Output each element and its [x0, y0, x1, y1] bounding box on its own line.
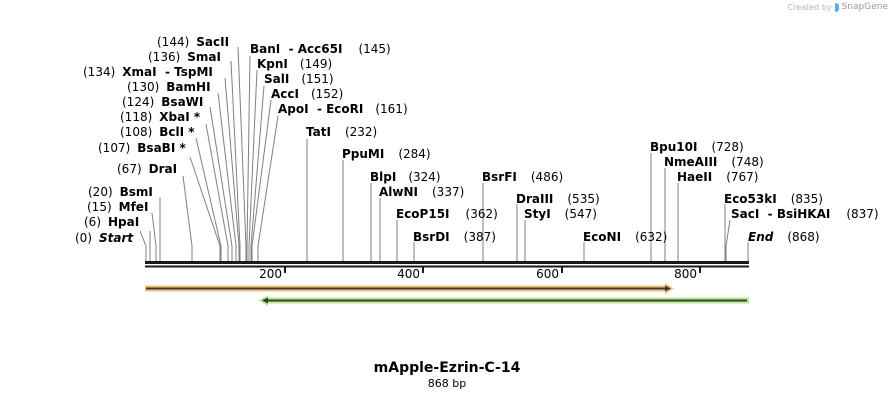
tick-label-600: 600 — [536, 267, 559, 281]
site-drai[interactable]: (67)DraI — [117, 162, 177, 176]
tick-400 — [422, 267, 424, 273]
site-bsrdi[interactable]: BsrDI(387) — [413, 230, 496, 244]
tick-600 — [561, 267, 563, 273]
green-feature-arrow[interactable] — [259, 295, 749, 306]
site-acci[interactable]: AccI(152) — [271, 87, 343, 101]
site-bamhi[interactable]: (130)BamHI — [127, 80, 211, 94]
site-bsrfi[interactable]: BsrFI(486) — [482, 170, 563, 184]
snapgene-credit: Created by SnapGene — [788, 2, 888, 12]
tick-200 — [284, 267, 286, 273]
credit-prefix: Created by — [787, 2, 832, 12]
site-saci-bsihkai[interactable]: SacI - BsiHKAI(837) — [731, 207, 879, 221]
site-bani-acc65i[interactable]: BanI - Acc65I(145) — [250, 42, 391, 56]
site-blpi[interactable]: BlpI(324) — [370, 170, 441, 184]
dna-backbone — [145, 261, 749, 268]
site-smai[interactable]: (136)SmaI — [148, 50, 221, 64]
site-kpni[interactable]: KpnI(149) — [257, 57, 332, 71]
site-ppumi[interactable]: PpuMI(284) — [342, 147, 431, 161]
site-nmeaiii[interactable]: NmeAIII(748) — [664, 155, 764, 169]
tick-label-400: 400 — [397, 267, 420, 281]
tick-label-200: 200 — [259, 267, 282, 281]
site-bsawi[interactable]: (124)BsaWI — [122, 95, 203, 109]
tick-800 — [699, 267, 701, 273]
orange-feature-arrow[interactable] — [145, 283, 674, 294]
site-styi[interactable]: StyI(547) — [524, 207, 597, 221]
site-bsabi[interactable]: (107)BsaBI * — [98, 141, 186, 155]
credit-brand: SnapGene — [841, 2, 888, 12]
sequence-title: mApple-Ezrin-C-14 — [373, 360, 521, 376]
sequence-length: 868 bp — [427, 377, 467, 390]
site-bpu10i[interactable]: Bpu10I(728) — [650, 140, 744, 154]
site-tati[interactable]: TatI(232) — [306, 125, 377, 139]
site-sacii[interactable]: (144)SacII — [157, 35, 229, 49]
site-sali[interactable]: SalI(151) — [264, 72, 334, 86]
site-hpai[interactable]: (6)HpaI — [84, 215, 139, 229]
site-labels: (0)Start (6)HpaI (15)MfeI (20)BsmI (67)D… — [75, 35, 879, 245]
site-start[interactable]: (0)Start — [75, 231, 134, 245]
site-mfei[interactable]: (15)MfeI — [87, 200, 148, 214]
site-xmai-tspmi[interactable]: (134)XmaI - TspMI — [83, 65, 213, 79]
snapgene-logo-icon — [834, 2, 839, 12]
site-haeii[interactable]: HaeII(767) — [677, 170, 759, 184]
tick-label-800: 800 — [674, 267, 697, 281]
site-draiii[interactable]: DraIII(535) — [516, 192, 600, 206]
site-xbai[interactable]: (118)XbaI * — [120, 110, 201, 124]
site-bsmi[interactable]: (20)BsmI — [88, 185, 153, 199]
site-eco53ki[interactable]: Eco53kI(835) — [724, 192, 823, 206]
site-leader-lines — [139, 46, 749, 262]
site-ecop15i[interactable]: EcoP15I(362) — [396, 207, 498, 221]
site-end[interactable]: End(868) — [748, 230, 820, 244]
site-apoi-ecori[interactable]: ApoI - EcoRI(161) — [278, 102, 408, 116]
site-bcli[interactable]: (108)BclI * — [120, 125, 195, 139]
site-alwni[interactable]: AlwNI(337) — [379, 185, 464, 199]
site-econi[interactable]: EcoNI(632) — [583, 230, 667, 244]
ruler: 200 400 600 800 — [259, 267, 701, 281]
